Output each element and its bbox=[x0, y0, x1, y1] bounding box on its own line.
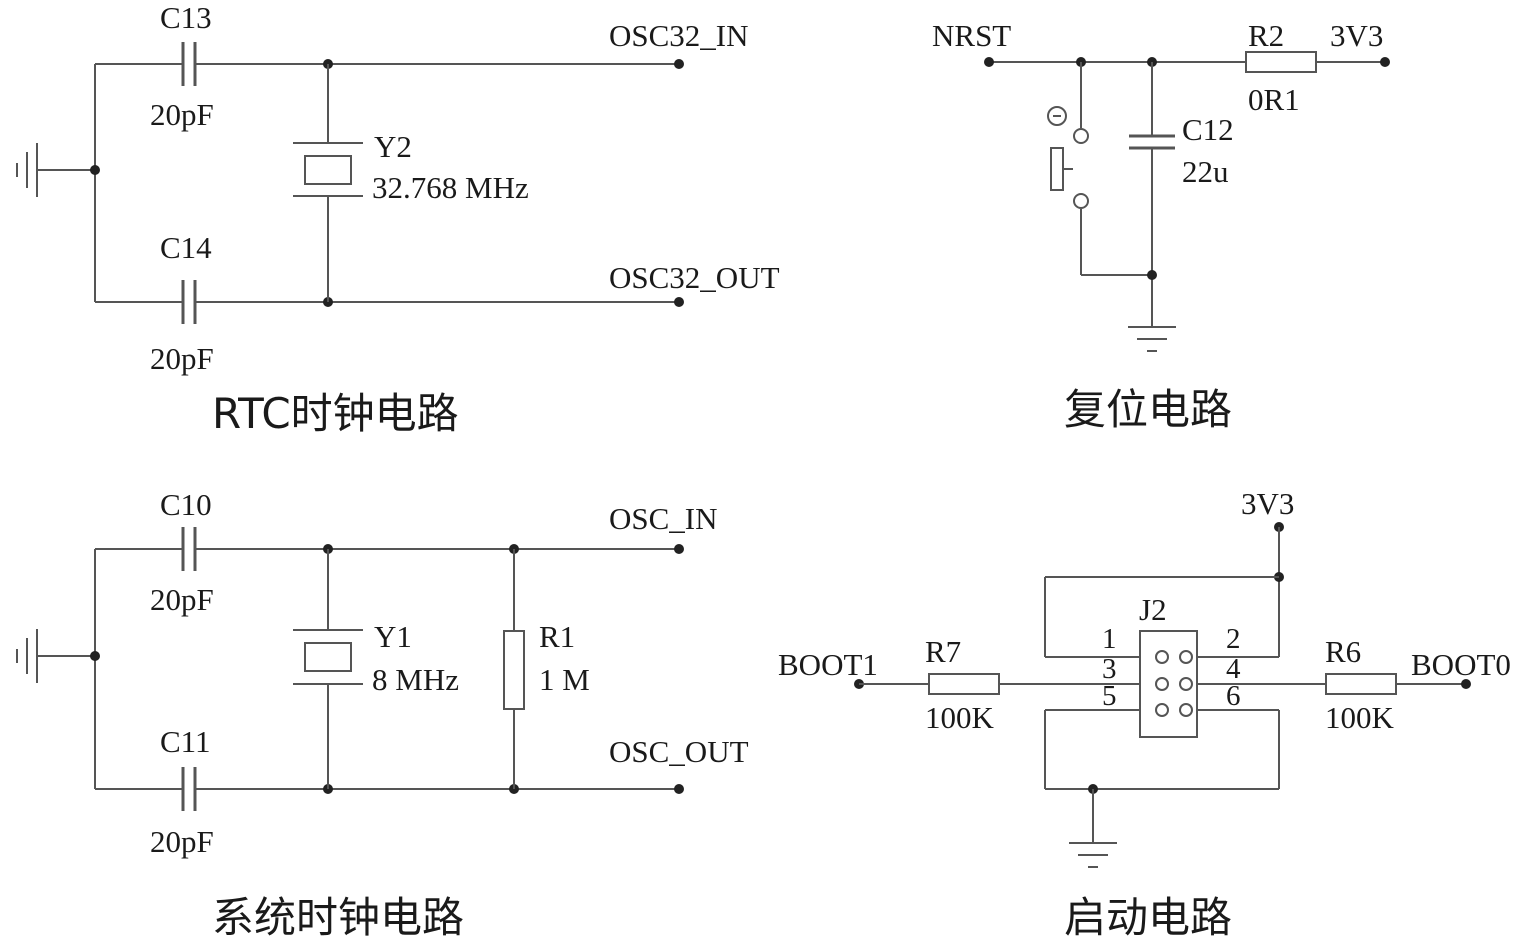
ground-symbol-boot bbox=[1069, 842, 1117, 868]
resistor-r7 bbox=[928, 673, 1000, 695]
y2-ref: Y2 bbox=[374, 129, 412, 164]
reset-circuit: NRST R2 0R1 3V3 C12 22u 复位电路 bbox=[932, 18, 1390, 434]
r1-value: 1 M bbox=[539, 662, 590, 697]
r6-value: 100K bbox=[1325, 700, 1395, 735]
r7-ref: R7 bbox=[925, 634, 961, 669]
rtc-clock-caption: RTC时钟电路 bbox=[212, 389, 459, 438]
nrst-label: NRST bbox=[932, 18, 1011, 53]
crystal-y2 bbox=[293, 64, 363, 302]
osc-in-label: OSC_IN bbox=[609, 501, 718, 536]
boot-caption: 启动电路 bbox=[1064, 893, 1232, 942]
r2-value: 0R1 bbox=[1248, 82, 1300, 117]
c13-value: 20pF bbox=[150, 97, 214, 132]
boot1-label: BOOT1 bbox=[778, 647, 878, 682]
y1-ref: Y1 bbox=[374, 619, 412, 654]
c14-value: 20pF bbox=[150, 341, 214, 376]
c11-ref: C11 bbox=[160, 724, 211, 759]
r6-ref: R6 bbox=[1325, 634, 1361, 669]
reset-push-button bbox=[1047, 62, 1089, 275]
j2-pin-3: 3 bbox=[1102, 653, 1117, 685]
boot0-label: BOOT0 bbox=[1411, 647, 1511, 682]
system-clock-caption: 系统时钟电路 bbox=[212, 893, 464, 942]
reset-3v3-terminal bbox=[1380, 57, 1390, 67]
boot-circuit: 3V3 J2 1 3 5 2 4 6 R7 100K R6 100K BOOT1… bbox=[778, 486, 1511, 942]
c14-ref: C14 bbox=[160, 230, 212, 265]
osc-out-terminal bbox=[674, 784, 684, 794]
reset-caption: 复位电路 bbox=[1064, 385, 1232, 434]
reset-3v3-label: 3V3 bbox=[1330, 18, 1383, 53]
c10-value: 20pF bbox=[150, 582, 214, 617]
y2-value: 32.768 MHz bbox=[372, 170, 529, 205]
rtc-clock-circuit: C13 20pF C14 20pF Y2 32.768 MHz OSC32_IN… bbox=[16, 0, 780, 438]
j2-pin-4: 4 bbox=[1226, 653, 1241, 685]
c12-value: 22u bbox=[1182, 154, 1229, 189]
ground-symbol-rtc bbox=[16, 143, 95, 197]
resistor-r2 bbox=[1245, 51, 1317, 73]
j2-pin-1: 1 bbox=[1102, 623, 1117, 655]
osc32-out-terminal bbox=[674, 297, 684, 307]
rtc-ground-junction bbox=[90, 165, 100, 175]
c13-ref: C13 bbox=[160, 0, 212, 35]
r1-ref: R1 bbox=[539, 619, 575, 654]
r7-value: 100K bbox=[925, 700, 995, 735]
boot0-terminal bbox=[1461, 679, 1471, 689]
j2-ref: J2 bbox=[1139, 592, 1167, 627]
c12-ref: C12 bbox=[1182, 112, 1234, 147]
ground-symbol-reset bbox=[1128, 326, 1176, 352]
system-clock-circuit: C10 20pF C11 20pF Y1 8 MHz R1 1 M OSC_IN… bbox=[16, 487, 749, 942]
header-j2 bbox=[1139, 630, 1198, 738]
y1-value: 8 MHz bbox=[372, 662, 459, 697]
j2-pin-5: 5 bbox=[1102, 680, 1117, 712]
osc32-in-terminal bbox=[674, 59, 684, 69]
c10-ref: C10 bbox=[160, 487, 212, 522]
resistor-r1 bbox=[503, 630, 525, 710]
c11-value: 20pF bbox=[150, 824, 214, 859]
osc-in-terminal bbox=[674, 544, 684, 554]
j2-pin-2: 2 bbox=[1226, 623, 1241, 655]
r2-ref: R2 bbox=[1248, 18, 1284, 53]
resistor-r6 bbox=[1325, 673, 1397, 695]
osc32-in-label: OSC32_IN bbox=[609, 18, 749, 53]
osc-out-label: OSC_OUT bbox=[609, 734, 749, 769]
osc32-out-label: OSC32_OUT bbox=[609, 260, 780, 295]
nrst-terminal bbox=[984, 57, 994, 67]
crystal-y1 bbox=[293, 549, 363, 789]
ground-symbol-sysclk bbox=[16, 629, 95, 683]
boot-3v3-label: 3V3 bbox=[1241, 486, 1294, 521]
j2-pin-6: 6 bbox=[1226, 680, 1241, 712]
